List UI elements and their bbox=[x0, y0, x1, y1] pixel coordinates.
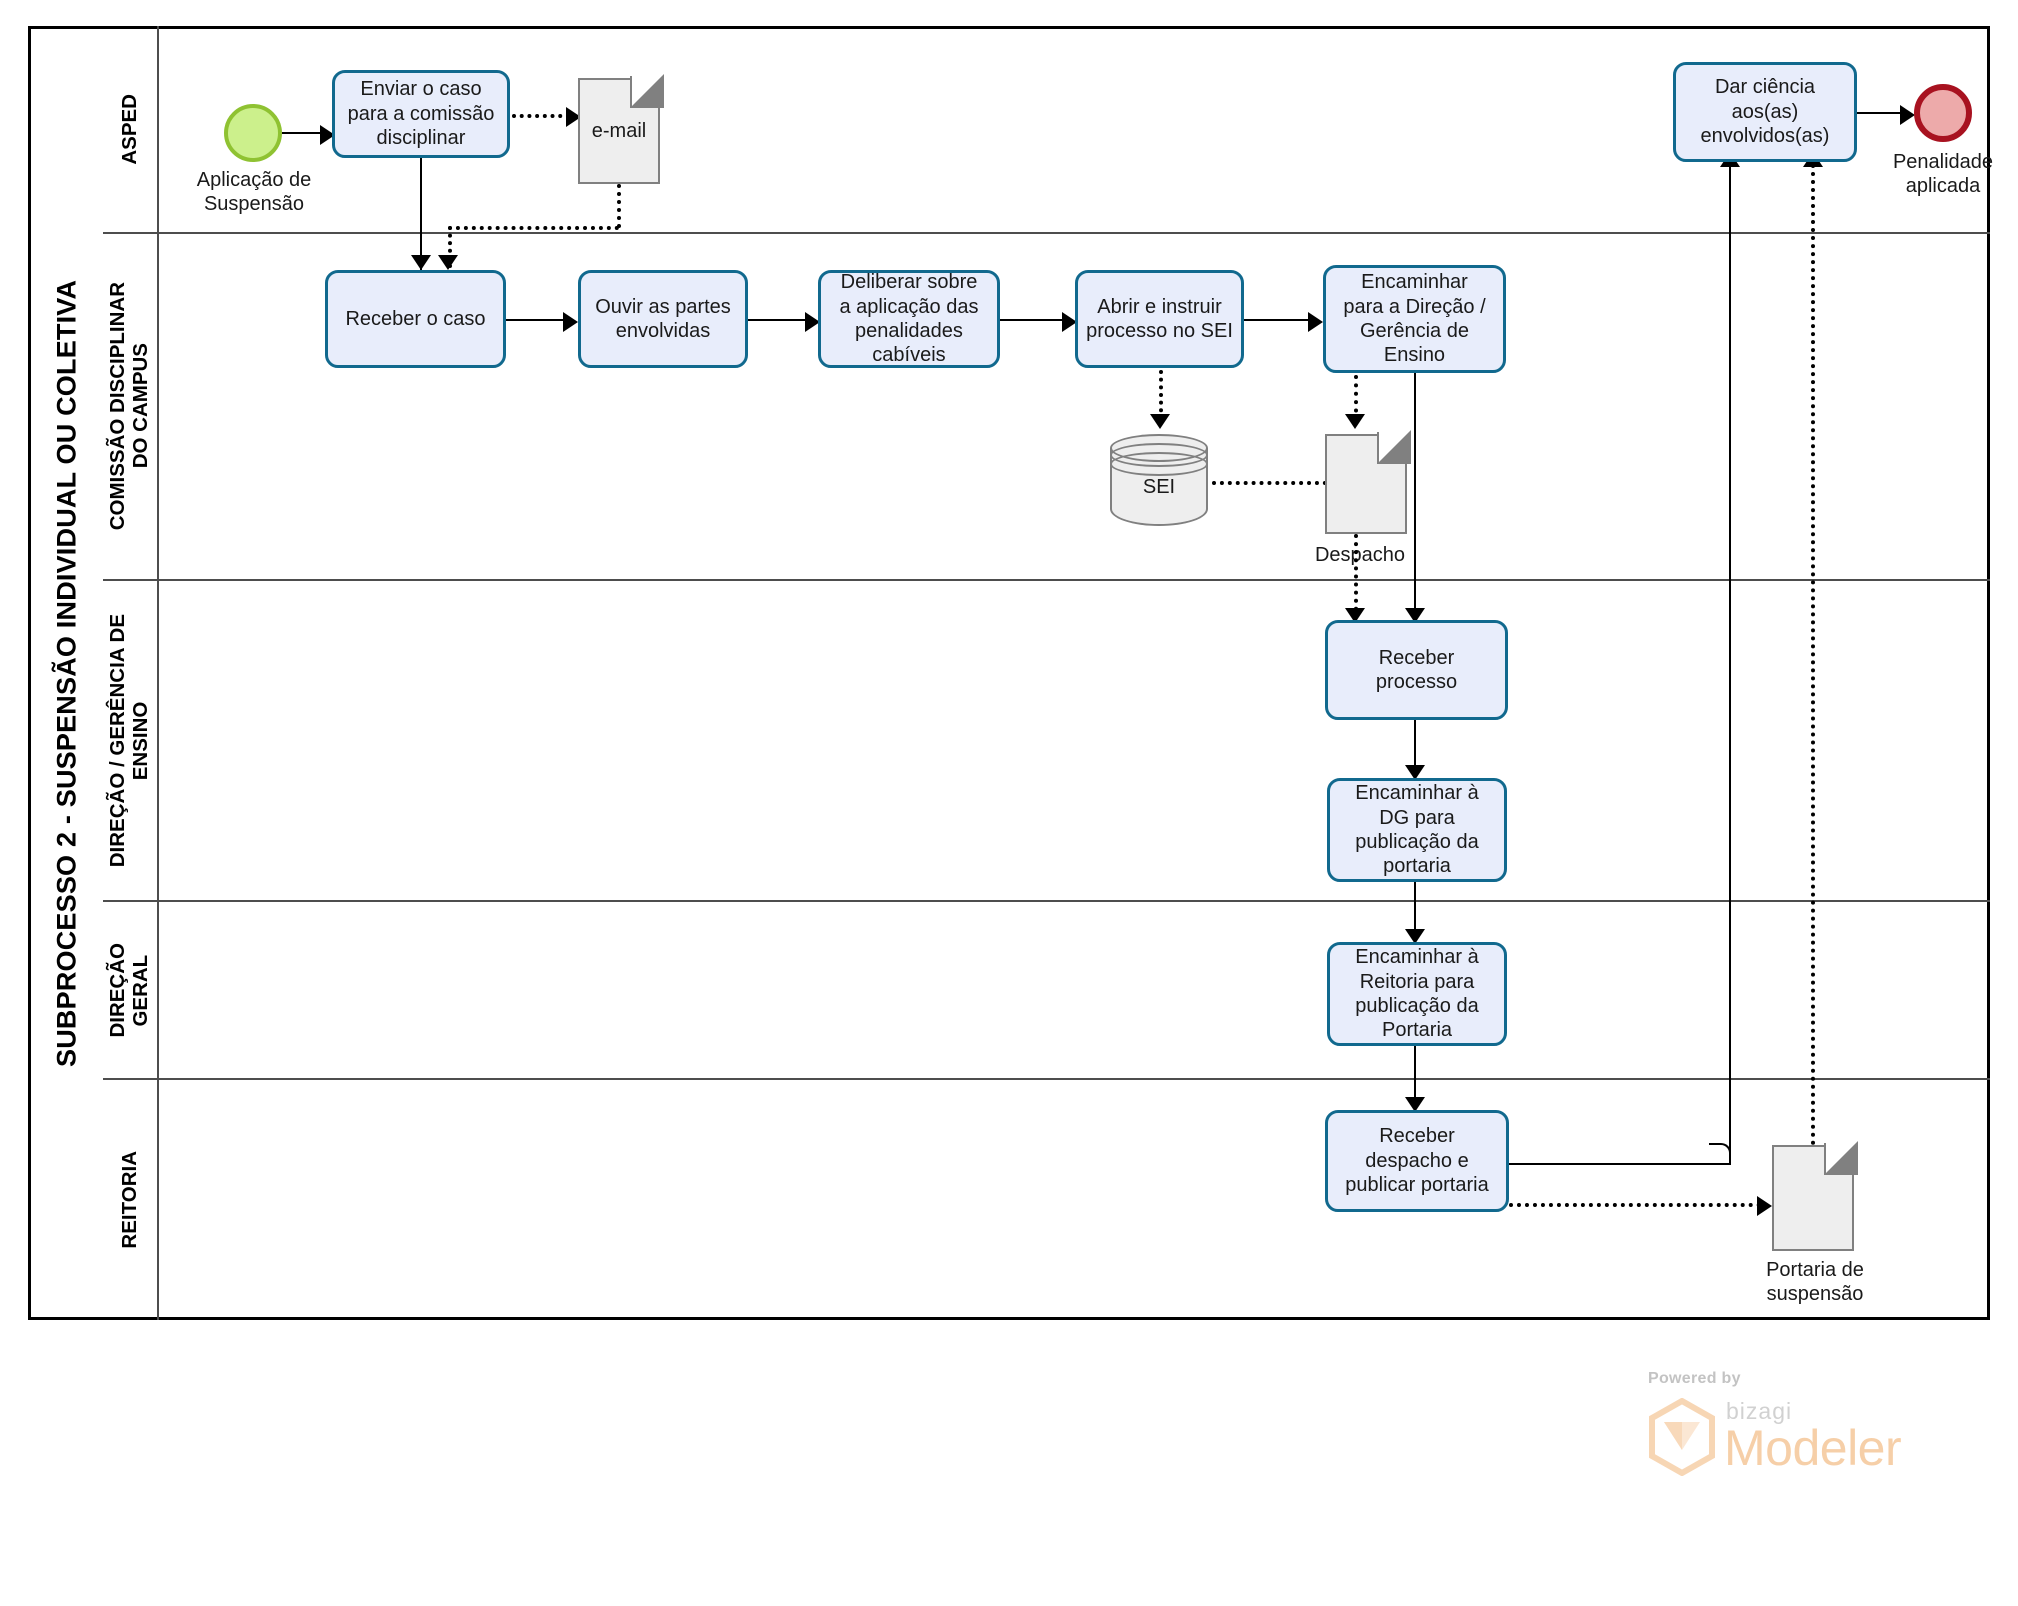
despacho-doc-fold bbox=[1377, 432, 1409, 464]
lane-header-reitoria: REITORIA bbox=[103, 1080, 159, 1320]
bizagi-wordmark: bizagi bbox=[1726, 1398, 1793, 1424]
despacho-doc-label: Despacho bbox=[1314, 544, 1405, 566]
task-enviar-caso-comissao[interactable]: Enviar o caso para a comissão disciplina… bbox=[332, 70, 510, 158]
flow-t1-to-t2-arrowhead bbox=[411, 255, 431, 270]
flow-t7-to-t8-arrowhead bbox=[1405, 765, 1425, 780]
flow-t10-to-t11-v bbox=[1729, 164, 1731, 1164]
lane-label-direcao-geral: DIREÇÃO GERAL bbox=[106, 942, 152, 1038]
task-encaminhar-dg-publicacao[interactable]: Encaminhar à DG para publicação da porta… bbox=[1327, 778, 1507, 882]
flow-t10-to-t11-elbow bbox=[1709, 1143, 1731, 1165]
flow-t8-to-t9 bbox=[1414, 882, 1416, 942]
assoc-despacho-to-t7 bbox=[1354, 534, 1358, 619]
bizagi-hex-logo-icon bbox=[1648, 1397, 1716, 1477]
start-event-label: Aplicação de Suspensão bbox=[196, 169, 312, 215]
flow-t2-to-t3 bbox=[506, 319, 567, 321]
assoc-despacho-to-t7-arrowhead bbox=[1345, 608, 1365, 623]
lane-header-direcao-geral: DIREÇÃO GERAL bbox=[103, 902, 159, 1078]
assoc-t6-to-despacho bbox=[1354, 375, 1358, 421]
assoc-portaria-to-t11 bbox=[1811, 164, 1815, 1146]
lane-comissao-disciplinar: COMISSÃO DISCIPLINAR DO CAMPUS bbox=[103, 234, 1990, 581]
flow-t6-to-t7 bbox=[1414, 373, 1416, 623]
portaria-doc-fold bbox=[1824, 1143, 1856, 1175]
lane-header-comissao: COMISSÃO DISCIPLINAR DO CAMPUS bbox=[103, 234, 159, 579]
assoc-email-left bbox=[448, 226, 619, 230]
lane-label-reitoria: REITORIA bbox=[117, 1151, 141, 1249]
assoc-email-to-t2-arrowhead bbox=[438, 255, 458, 270]
powered-by-label: Powered by bbox=[1648, 1370, 1741, 1387]
task-abrir-instruir-processo-sei[interactable]: Abrir e instruir processo no SEI bbox=[1075, 270, 1244, 368]
lane-label-asped: ASPED bbox=[117, 93, 141, 165]
assoc-t5-to-sei-arrowhead bbox=[1150, 414, 1170, 429]
sei-store-label: SEI bbox=[1142, 476, 1176, 499]
email-doc-fold bbox=[630, 76, 662, 108]
flow-t4-to-t5 bbox=[1000, 319, 1065, 321]
lane-direcao-geral: DIREÇÃO GERAL bbox=[103, 902, 1990, 1080]
assoc-sei-to-despacho bbox=[1212, 481, 1327, 485]
sei-store-ring-2 bbox=[1110, 452, 1208, 476]
flow-t5-to-t6-arrowhead bbox=[1308, 312, 1323, 332]
flow-start-to-t1-arrowhead bbox=[320, 125, 335, 145]
data-object-portaria-suspensao[interactable] bbox=[1772, 1143, 1856, 1251]
flow-t1-to-t2 bbox=[420, 158, 422, 270]
modeler-wordmark: Modeler bbox=[1724, 1420, 1902, 1476]
task-deliberar-aplicacao-penalidades[interactable]: Deliberar sobre a aplicação das penalida… bbox=[818, 270, 1000, 368]
flow-t8-to-t9-arrowhead bbox=[1405, 929, 1425, 944]
process-pool bbox=[28, 26, 1990, 1320]
assoc-t10-to-portaria bbox=[1509, 1203, 1761, 1207]
data-store-sei[interactable]: SEI bbox=[1110, 434, 1208, 526]
flow-t7-to-t8 bbox=[1414, 720, 1416, 778]
data-object-email[interactable]: e-mail bbox=[578, 76, 662, 184]
lane-header-direcao-gerencia: DIREÇÃO / GERÊNCIA DE ENSINO bbox=[103, 581, 159, 900]
task-ouvir-partes-envolvidas[interactable]: Ouvir as partes envolvidas bbox=[578, 270, 748, 368]
flow-t6-to-t7-arrowhead bbox=[1405, 608, 1425, 623]
flow-t3-to-t4 bbox=[748, 319, 808, 321]
task-encaminhar-direcao-gerencia[interactable]: Encaminhar para a Direção / Gerência de … bbox=[1323, 265, 1506, 373]
end-event-label: Penalidade aplicada bbox=[1892, 151, 1994, 197]
lane-label-direcao-gerencia: DIREÇÃO / GERÊNCIA DE ENSINO bbox=[106, 613, 152, 868]
assoc-t10-to-portaria-arrowhead bbox=[1757, 1196, 1772, 1216]
lane-direcao-gerencia-ensino: DIREÇÃO / GERÊNCIA DE ENSINO bbox=[103, 581, 1990, 902]
assoc-t1-to-email bbox=[512, 114, 570, 118]
lane-reitoria: REITORIA bbox=[103, 1080, 1990, 1320]
task-encaminhar-reitoria-publicacao[interactable]: Encaminhar à Reitoria para publicação da… bbox=[1327, 942, 1507, 1046]
email-doc-text: e-mail bbox=[591, 119, 647, 142]
task-dar-ciencia-envolvidos[interactable]: Dar ciência aos(as) envolvidos(as) bbox=[1673, 62, 1857, 162]
flow-t11-to-end-arrowhead bbox=[1900, 105, 1915, 125]
flow-t2-to-t3-arrowhead bbox=[563, 312, 578, 332]
lane-label-comissao: COMISSÃO DISCIPLINAR DO CAMPUS bbox=[106, 282, 152, 531]
flow-t9-to-t10-arrowhead bbox=[1405, 1097, 1425, 1112]
flow-t5-to-t6 bbox=[1244, 319, 1311, 321]
flow-t3-to-t4-arrowhead bbox=[805, 312, 820, 332]
lane-asped: ASPED bbox=[103, 26, 1990, 234]
bizagi-modeler-watermark: Powered by bizagi Modeler bbox=[1648, 1370, 1928, 1480]
assoc-email-to-t2 bbox=[448, 226, 452, 268]
task-receber-despacho-publicar-portaria[interactable]: Receber despacho e publicar portaria bbox=[1325, 1110, 1509, 1212]
lane-header-asped: ASPED bbox=[103, 26, 159, 232]
flow-t11-to-end bbox=[1857, 112, 1904, 114]
data-object-despacho[interactable] bbox=[1325, 432, 1409, 534]
assoc-email-down bbox=[617, 184, 621, 228]
flow-t9-to-t10 bbox=[1414, 1046, 1416, 1110]
flow-start-to-t1 bbox=[282, 132, 322, 134]
flow-t10-to-t11-h bbox=[1509, 1163, 1731, 1165]
end-event-penalidade-aplicada[interactable] bbox=[1914, 84, 1972, 142]
task-receber-processo[interactable]: Receber processo bbox=[1325, 620, 1508, 720]
portaria-doc-label: Portaria de suspensão bbox=[1766, 1259, 1864, 1305]
start-event-aplicacao-suspensao[interactable] bbox=[224, 104, 282, 162]
assoc-t6-to-despacho-arrowhead bbox=[1345, 414, 1365, 429]
task-receber-o-caso[interactable]: Receber o caso bbox=[325, 270, 506, 368]
flow-t4-to-t5-arrowhead bbox=[1062, 312, 1077, 332]
assoc-t1-to-email-arrowhead bbox=[566, 107, 581, 127]
pool-title: SUBPROCESSO 2 - SUSPENSÃO INDIVIDUAL OU … bbox=[28, 26, 103, 1320]
assoc-t5-to-sei bbox=[1159, 370, 1163, 420]
